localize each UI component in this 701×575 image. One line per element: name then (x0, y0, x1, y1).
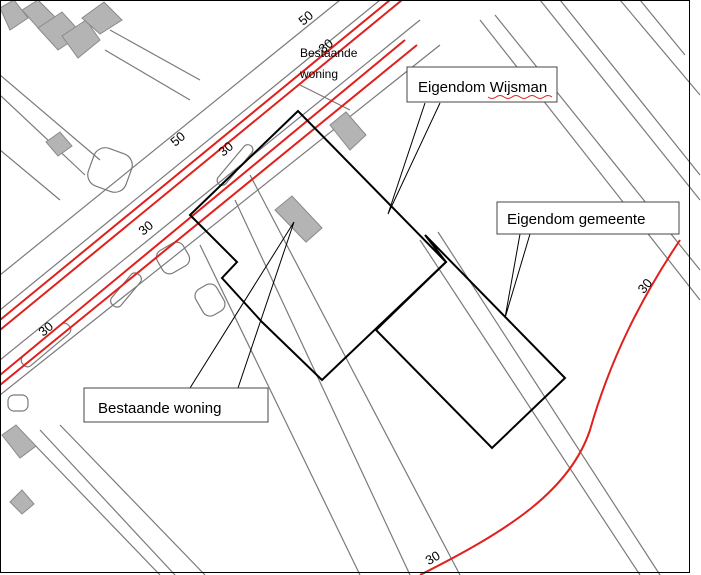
street-line (29, 439, 161, 575)
buildings (0, 0, 367, 515)
red-line-upper (0, 0, 391, 321)
street-line (234, 199, 411, 575)
map-label-woning: woning (299, 67, 338, 81)
street-line (639, 0, 686, 56)
parcel-boundaries (188, 109, 567, 450)
building (61, 19, 101, 59)
loop-shape (87, 147, 133, 193)
street-line (39, 429, 176, 575)
street-line (104, 49, 191, 101)
callout-label-gemeente: Eigendom gemeente (507, 211, 645, 228)
street-line (539, 0, 701, 201)
building (45, 131, 73, 157)
loop-shape (155, 241, 191, 275)
callout-box-gemeente (496, 201, 680, 235)
red-road-lines (0, 0, 681, 575)
street-line (0, 0, 341, 276)
building (274, 195, 323, 243)
pointer-gemeente (504, 233, 531, 319)
building (9, 489, 35, 515)
speed-label: 30 (423, 548, 443, 568)
street-line (559, 0, 701, 176)
callout-label-wijsman: Eigendom Wijsman (418, 79, 547, 96)
street-line (0, 74, 101, 161)
red-line-lower (0, 39, 406, 376)
loop-shape (194, 283, 226, 317)
red-line-lower-2 (0, 44, 418, 386)
map-label-bestaande: Bestaande (300, 46, 358, 60)
callout-pointers (189, 102, 531, 389)
callout-label-woning: Bestaande woning (98, 400, 221, 417)
street-line (437, 231, 661, 575)
street-line (619, 0, 701, 96)
street-line (0, 44, 441, 396)
callout-box-wijsman (406, 66, 558, 103)
street-line (0, 19, 421, 361)
pointer-wijsman (387, 102, 441, 215)
street-line (0, 149, 61, 201)
callout-boxes (83, 66, 680, 423)
red-line-upper-2 (0, 0, 403, 331)
street-line (0, 0, 381, 311)
loop-shape (7, 394, 29, 412)
pointer-woning (189, 221, 295, 389)
street-line (0, 94, 86, 176)
street-line (249, 174, 461, 575)
street-line (59, 424, 206, 575)
building (329, 111, 367, 151)
street-line (109, 29, 201, 81)
building (0, 0, 29, 31)
parcel-gemeente (374, 234, 567, 450)
street-line (419, 239, 641, 575)
street-line (199, 244, 361, 575)
building (81, 1, 123, 35)
spellcheck-underline (487, 95, 553, 99)
building (1, 424, 37, 459)
callout-box-woning (83, 387, 269, 423)
red-line-curve (419, 239, 681, 575)
